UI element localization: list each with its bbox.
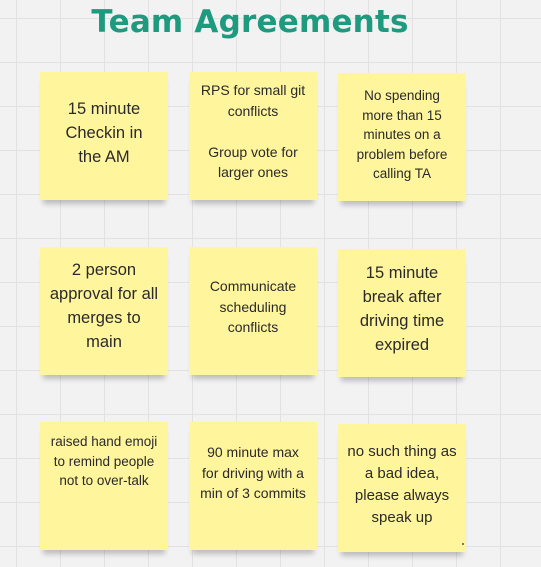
sticky-note-git-conflicts[interactable]: RPS for small git conflicts Group vote f…	[189, 72, 317, 200]
sticky-note-text: No spending more than 15 minutes on a pr…	[356, 88, 448, 181]
sticky-note-text: Communicate scheduling conflicts	[209, 278, 297, 335]
sticky-note-driving-max[interactable]: 90 minute max for driving with a min of …	[189, 422, 317, 550]
sticky-note-text: no such thing as a bad idea, please alwa…	[347, 443, 457, 526]
sticky-note-spending-time[interactable]: No spending more than 15 minutes on a pr…	[338, 73, 466, 201]
sticky-note-text: 2 person approval for all merges to main	[49, 261, 159, 351]
sticky-note-text: raised hand emoji to remind people not t…	[50, 434, 158, 488]
board-title: Team Agreements	[91, 4, 409, 40]
sticky-note-scheduling[interactable]: Communicate scheduling conflicts	[189, 247, 317, 375]
sticky-note-text: 15 minute Checkin in the AM	[65, 100, 143, 166]
sticky-note-merge-approval[interactable]: 2 person approval for all merges to main	[40, 247, 168, 375]
canvas-dot	[462, 543, 464, 545]
sticky-note-bad-idea[interactable]: no such thing as a bad idea, please alwa…	[338, 424, 466, 552]
sticky-note-checkin[interactable]: 15 minute Checkin in the AM	[40, 72, 168, 200]
sticky-note-text: RPS for small git conflicts Group vote f…	[200, 82, 306, 180]
sticky-note-break[interactable]: 15 minute break after driving time expir…	[338, 249, 466, 377]
sticky-note-text: 15 minute break after driving time expir…	[359, 264, 445, 354]
sticky-note-raised-hand[interactable]: raised hand emoji to remind people not t…	[40, 422, 168, 550]
sticky-note-text: 90 minute max for driving with a min of …	[200, 444, 306, 501]
